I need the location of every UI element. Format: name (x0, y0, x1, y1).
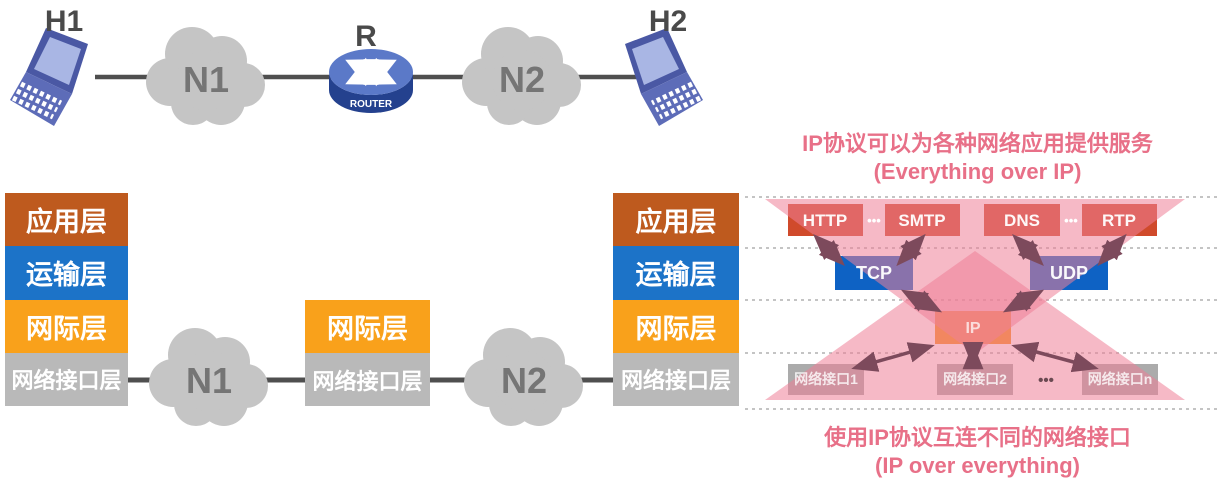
layer-internet: 网际层 (613, 299, 739, 353)
router-label: R (355, 20, 377, 53)
host1-label: H1 (45, 5, 83, 38)
router-arrows-icon (345, 57, 397, 87)
layer-application: 应用层 (613, 193, 739, 247)
layer-application: 应用层 (5, 193, 128, 247)
caption-top-en: (Everything over IP) (873, 159, 1082, 184)
ip-over-everything-caption: 使用IP协议互连不同的网络接口 (IP over everything) (745, 424, 1210, 480)
protocol-stack-h2: 应用层 运输层 网际层 网络接口层 (613, 193, 739, 406)
arrow-smtp-tcp-icon (896, 233, 926, 267)
everything-over-ip-caption: IP协议可以为各种网络应用提供服务 (Everything over IP) (745, 130, 1210, 186)
app-ellipsis-left-icon: ••• (867, 213, 881, 228)
ip-label: IP (965, 320, 980, 337)
protocol-stack-router: 网际层 网络接口层 (305, 300, 430, 406)
protocol-arrows (813, 233, 1127, 373)
laptop-h1-icon (10, 28, 88, 126)
http-label: HTTP (803, 211, 847, 230)
host2-label: H2 (649, 5, 687, 38)
arrow-tcp-ip-icon (900, 289, 943, 313)
router-caption: ROUTER (350, 99, 393, 110)
rtp-label: RTP (1102, 211, 1136, 230)
layer-transport: 运输层 (5, 246, 128, 300)
network1-top-label: N1 (183, 59, 229, 100)
laptop-h2-icon (625, 28, 703, 126)
caption-bottom-en: (IP over everything) (875, 453, 1080, 478)
layer-network-interface: 网络接口层 (5, 352, 128, 406)
network1-bottom-label: N1 (186, 360, 232, 401)
arrow-http-tcp-icon (813, 234, 845, 266)
layer-network-interface: 网络接口层 (305, 353, 430, 406)
dns-label: DNS (1004, 211, 1040, 230)
protocol-stack-h1: 应用层 运输层 网际层 网络接口层 (5, 193, 128, 406)
router-icon: ROUTER (329, 49, 413, 113)
interface2-label: 网络接口2 (943, 371, 1007, 387)
layer-transport: 运输层 (613, 246, 739, 300)
smtp-label: SMTP (898, 211, 945, 230)
interface1-label: 网络接口1 (794, 371, 858, 387)
arrow-ip-interfacen-icon (1011, 341, 1099, 373)
udp-label: UDP (1050, 263, 1088, 283)
network2-top-label: N2 (499, 59, 545, 100)
interface-ellipsis-icon: ••• (1038, 372, 1054, 389)
arrow-ip-interface1-icon (851, 342, 935, 372)
layer-internet: 网际层 (305, 300, 430, 353)
interfacen-label: 网络接口n (1088, 371, 1153, 387)
layer-network-interface: 网络接口层 (613, 352, 739, 406)
tcp-label: TCP (856, 263, 892, 283)
caption-top-zh: IP协议可以为各种网络应用提供服务 (802, 131, 1153, 156)
layer-internet: 网际层 (5, 299, 128, 353)
arrow-dns-udp-icon (1012, 234, 1044, 266)
arrow-rtp-udp-icon (1097, 233, 1127, 267)
app-ellipsis-right-icon: ••• (1064, 213, 1078, 228)
caption-bottom-zh: 使用IP协议互连不同的网络接口 (824, 425, 1131, 450)
network2-bottom-label: N2 (501, 360, 547, 401)
arrow-udp-ip-icon (1002, 289, 1045, 313)
